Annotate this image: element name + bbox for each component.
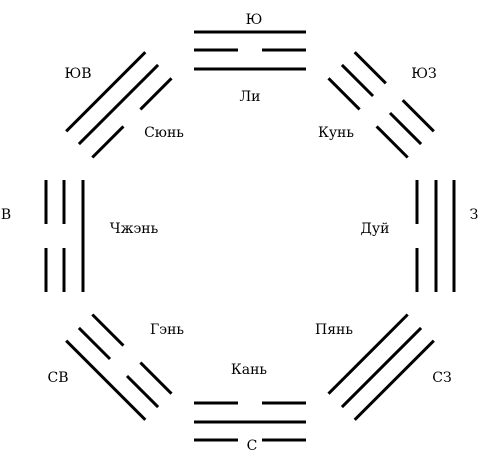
trigram-qian-line-1-yang (353, 339, 435, 421)
direction-label-northeast: СВ (48, 370, 69, 386)
trigram-label-xun: Сюнь (144, 125, 184, 141)
trigram-kun-line-2-yin-a (340, 63, 375, 98)
direction-label-west: З (470, 207, 479, 223)
trigram-label-dui: Дуй (361, 221, 390, 237)
trigram-gen-line-2-yin-b (77, 326, 112, 361)
trigram-label-qian: Пянь (315, 322, 353, 338)
trigram-label-kun: Кунь (318, 125, 354, 141)
trigram-qian-line-3-yang (327, 313, 409, 395)
trigram-kun-line-1-yin-a (353, 51, 387, 85)
trigram-xun-line-3-yin-a (91, 125, 125, 159)
trigram-xun-line-1-yang (65, 51, 147, 133)
trigram-xun-line-2-yang (77, 63, 160, 146)
direction-label-southeast: ЮВ (65, 66, 92, 82)
direction-label-east: В (1, 207, 11, 223)
direction-label-northwest: СЗ (432, 370, 451, 386)
trigram-qian-line-2-yang (340, 326, 423, 409)
trigram-kun-line-2-yin-b (388, 111, 423, 146)
trigram-label-kan: Кань (231, 362, 268, 378)
trigram-kun-line-1-yin-b (401, 99, 435, 133)
trigram-lines (44, 30, 456, 442)
trigram-kun-line-3-yin-b (375, 125, 409, 159)
trigram-gen-line-2-yin-a (125, 374, 160, 409)
trigram-gen-line-3-yin-a (139, 361, 173, 395)
trigram-xun-line-3-yin-b (139, 77, 173, 111)
trigram-kun-line-3-yin-a (327, 77, 361, 111)
trigram-label-li: Ли (239, 89, 260, 105)
trigram-label-zhen: Чжэнь (110, 221, 159, 237)
direction-label-north: С (247, 438, 258, 454)
trigram-gen-line-3-yin-b (91, 313, 125, 347)
direction-label-south: Ю (246, 12, 263, 28)
trigram-gen-line-1-yang (65, 339, 147, 421)
direction-label-southwest: ЮЗ (411, 66, 436, 82)
trigram-label-gen: Гэнь (150, 322, 184, 338)
